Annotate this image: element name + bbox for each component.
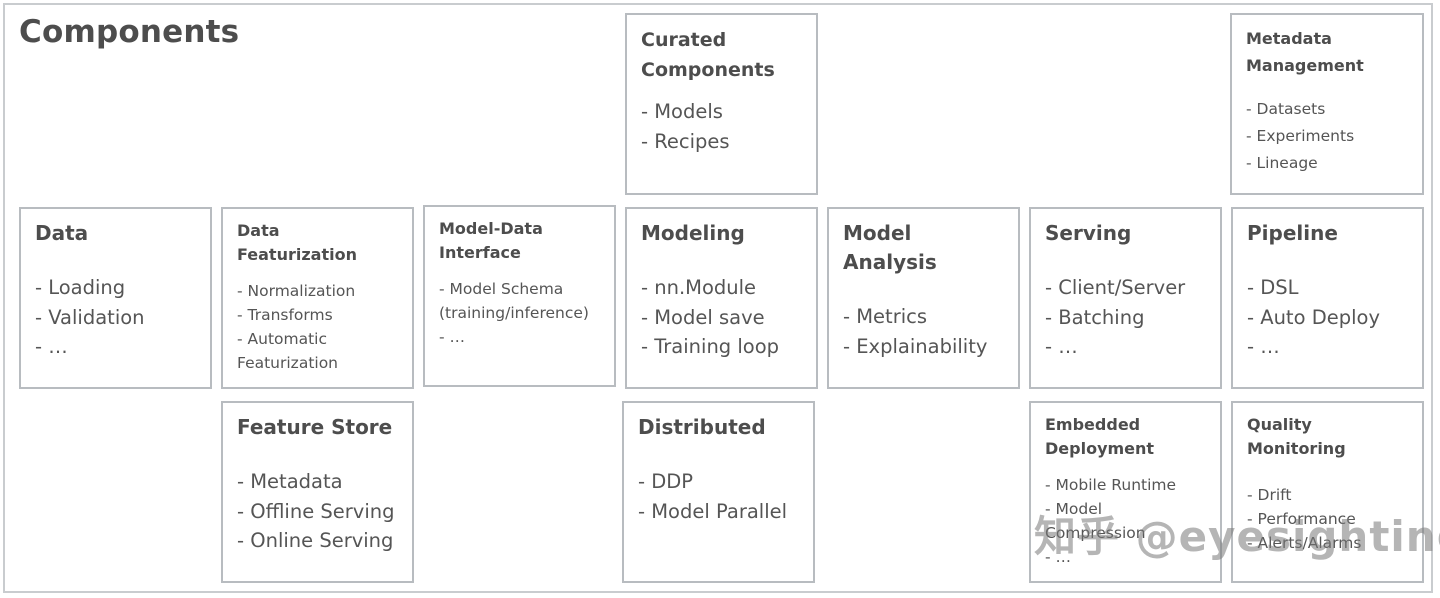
box-data-featurization: Data Featurization - Normalization - Tra… xyxy=(221,207,414,389)
list-item: - Datasets xyxy=(1246,100,1326,118)
box-model-analysis: Model Analysis - Metrics - Explainabilit… xyxy=(827,207,1020,389)
box-title: Modeling xyxy=(641,221,745,245)
list-item: - Automatic Featurization xyxy=(237,330,339,372)
list-item: - Online Serving xyxy=(237,529,394,552)
list-item: - Drift xyxy=(1247,486,1292,504)
box-quality-monitoring: Quality Monitoring - Drift - Performance… xyxy=(1231,401,1424,583)
list-item: - … xyxy=(1045,548,1072,566)
box-title: Curated Components xyxy=(641,29,775,81)
list-item: - Batching xyxy=(1045,305,1145,329)
list-item: - Mobile Runtime xyxy=(1045,476,1177,494)
list-item: - … xyxy=(1247,335,1280,358)
list-item: - Model save xyxy=(641,305,765,329)
box-title: Distributed xyxy=(638,415,766,439)
box-title: Feature Store xyxy=(237,415,393,439)
list-item: - DDP xyxy=(638,470,694,493)
list-item: - Offline Serving xyxy=(237,499,395,523)
list-item: - Model Compression xyxy=(1045,500,1146,542)
diagram-frame xyxy=(3,3,1433,593)
box-title: Quality Monitoring xyxy=(1247,415,1346,458)
box-serving: Serving - Client/Server - Batching - … xyxy=(1029,207,1222,389)
list-item: - Explainability xyxy=(843,334,988,358)
list-item: - … xyxy=(35,335,68,358)
box-title: Model-Data Interface xyxy=(439,219,543,262)
box-curated-components: Curated Components - Models - Recipes xyxy=(625,13,818,195)
box-embedded-deployment: Embedded Deployment - Mobile Runtime - M… xyxy=(1029,401,1222,583)
list-item: - Metrics xyxy=(843,305,928,328)
box-data: Data - Loading - Validation - … xyxy=(19,207,212,389)
box-title: Serving xyxy=(1045,221,1132,245)
box-title: Data Featurization xyxy=(237,221,357,264)
list-item: - Experiments xyxy=(1246,127,1355,145)
box-pipeline: Pipeline - DSL - Auto Deploy - … xyxy=(1231,207,1424,389)
list-item: - Alerts/Alarms xyxy=(1247,534,1362,552)
box-modeling: Modeling - nn.Module - Model save - Trai… xyxy=(625,207,818,389)
box-feature-store: Feature Store - Metadata - Offline Servi… xyxy=(221,401,414,583)
list-item: - Recipes xyxy=(641,129,730,153)
list-item: - Normalization xyxy=(237,282,356,300)
box-metadata-management: Metadata Management - Datasets - Experim… xyxy=(1230,13,1424,195)
box-distributed: Distributed - DDP - Model Parallel xyxy=(622,401,815,583)
list-item: - Auto Deploy xyxy=(1247,305,1380,329)
list-item: - Metadata xyxy=(237,470,343,493)
list-item: - Model Schema (training/inference) xyxy=(439,280,589,322)
page-title: Components xyxy=(19,14,240,50)
watermark: 知乎 @eyesighting xyxy=(1034,512,1440,561)
list-item: - Performance xyxy=(1247,510,1356,528)
list-item: - … xyxy=(439,328,466,346)
list-item: - Transforms xyxy=(237,306,333,324)
box-title: Metadata Management xyxy=(1246,29,1364,75)
list-item: - Models xyxy=(641,100,723,123)
list-item: - Validation xyxy=(35,305,145,329)
list-item: - nn.Module xyxy=(641,276,757,299)
list-item: - Loading xyxy=(35,276,126,299)
list-item: - Client/Server xyxy=(1045,276,1186,299)
list-item: - Model Parallel xyxy=(638,499,788,523)
box-title: Model Analysis xyxy=(843,221,937,274)
list-item: - DSL xyxy=(1247,276,1299,299)
box-model-data-interface: Model-Data Interface - Model Schema (tra… xyxy=(423,205,616,387)
box-title: Embedded Deployment xyxy=(1045,415,1155,458)
list-item: - Training loop xyxy=(641,335,780,358)
box-title: Data xyxy=(35,221,89,245)
box-title: Pipeline xyxy=(1247,221,1338,245)
list-item: - … xyxy=(1045,335,1078,358)
list-item: - … xyxy=(237,378,264,389)
list-item: - Lineage xyxy=(1246,154,1318,172)
